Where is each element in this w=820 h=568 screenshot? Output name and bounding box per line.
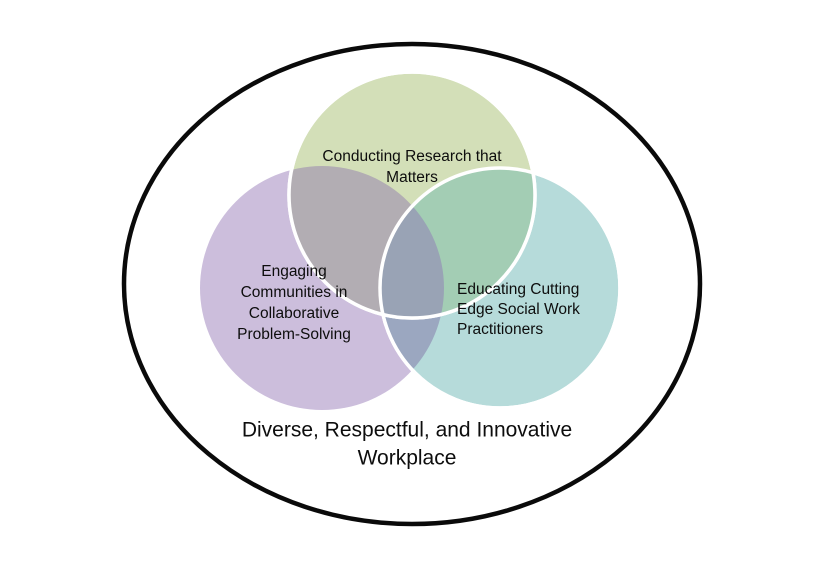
label-right-line-2: Edge Social Work bbox=[457, 301, 580, 318]
caption-line-2: Workplace bbox=[358, 447, 457, 470]
label-top-line-2: Matters bbox=[386, 169, 438, 186]
label-top-circle: Conducting Research that Matters bbox=[322, 148, 502, 186]
label-left-line-3: Collaborative bbox=[249, 305, 339, 322]
label-left-line-1: Engaging bbox=[261, 263, 327, 280]
caption-line-1: Diverse, Respectful, and Innovative bbox=[242, 419, 572, 442]
circle-top-outline bbox=[287, 70, 537, 320]
label-left-circle: Engaging Communities in Collaborative Pr… bbox=[237, 263, 351, 343]
label-left-line-2: Communities in bbox=[241, 284, 348, 301]
caption-workplace: Diverse, Respectful, and Innovative Work… bbox=[242, 419, 572, 470]
label-right-circle: Educating Cutting Edge Social Work Pract… bbox=[457, 281, 580, 338]
circle-right-outline bbox=[378, 166, 622, 410]
label-right-line-3: Practitioners bbox=[457, 321, 543, 338]
label-top-line-1: Conducting Research that bbox=[322, 148, 502, 165]
label-right-line-1: Educating Cutting bbox=[457, 281, 579, 298]
label-left-line-4: Problem-Solving bbox=[237, 326, 351, 343]
